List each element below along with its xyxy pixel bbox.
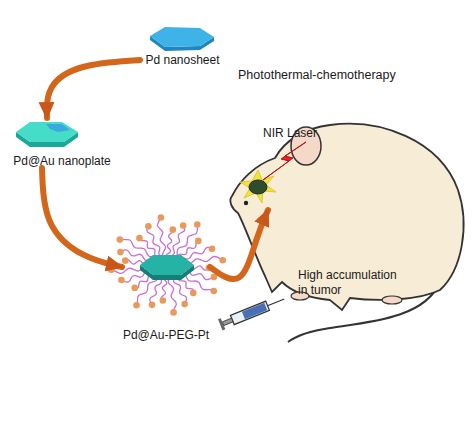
pt-drug-dot [206, 264, 213, 271]
illustrated-node: Pd nanosheet [140, 20, 225, 70]
process-arrow [210, 210, 268, 279]
pd-nanosheet [150, 27, 214, 47]
mouse-eye [244, 201, 248, 205]
pt-drug-dot [181, 301, 188, 308]
peg-strand [166, 230, 173, 255]
pt-drug-dot [118, 277, 125, 284]
pt-drug-dot [170, 309, 177, 316]
illustrated-node: Photothermal-chemotherapyNIR LaserHigh a… [268, 66, 468, 306]
pt-drug-dot [209, 245, 216, 252]
process-arrow [42, 168, 122, 267]
pt-drug-dot [180, 222, 187, 229]
process-arrow [47, 60, 140, 118]
pt-drug-dot [194, 221, 201, 228]
node-label: NIR Laser [263, 126, 343, 141]
node-label: Pd nanosheet [130, 53, 235, 68]
mouse-foot [382, 296, 402, 304]
node-label: Pd@Au-PEG-Pt [112, 328, 220, 343]
pt-drug-dot [158, 214, 165, 221]
pt-drug-dot [122, 257, 129, 264]
peg-strand [168, 275, 176, 313]
pt-drug-dot [219, 257, 226, 264]
pt-drug-dot [108, 267, 115, 274]
peg-strand [147, 226, 161, 256]
pt-drug-dot [117, 249, 124, 256]
tumor [249, 180, 267, 194]
nir-laser-bolt [263, 142, 306, 180]
pt-drug-dot [160, 297, 167, 304]
node-label: High accumulation in tumor [298, 268, 402, 298]
pt-drug-dot [131, 285, 138, 292]
pt-drug-dot [149, 302, 156, 309]
peg-strand [157, 218, 165, 256]
pt-drug-dot [195, 238, 202, 245]
node-label: Photothermal-chemotherapy [238, 68, 413, 83]
pt-drug-dot [145, 223, 152, 230]
pd-au-nanoplate [16, 122, 78, 142]
pd-au-core [140, 255, 194, 275]
mouse-body [230, 124, 463, 310]
syringe [218, 293, 286, 330]
pt-drug-dot [169, 226, 176, 233]
pt-drug-dot [190, 290, 197, 297]
pt-drug-dot [211, 274, 218, 281]
node-label: Pd@Au nanoplate [12, 154, 112, 169]
pt-drug-dot [210, 288, 217, 295]
illustrated-node: Pd@Au nanoplate [12, 118, 112, 168]
pt-drug-dot [133, 302, 140, 309]
peg-strand [139, 238, 160, 256]
node-shape [122, 225, 210, 345]
illustrated-node: Pd@Au-PEG-Pt [122, 225, 210, 345]
pt-drug-dot [136, 235, 143, 242]
pd-core-notch [46, 124, 70, 132]
pt-drug-dot [117, 236, 124, 243]
